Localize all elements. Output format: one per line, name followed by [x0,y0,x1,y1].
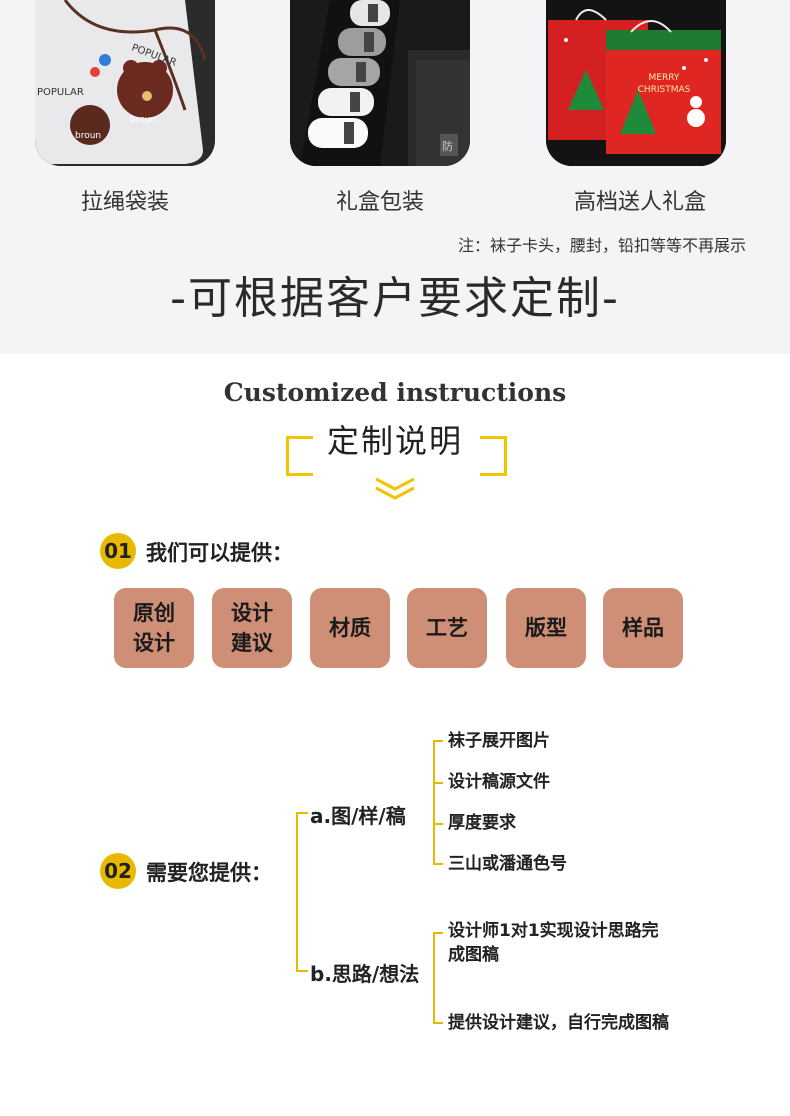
packaging-section: POPULAR POPULAR broun broun [0,0,790,354]
tile-craft: 工艺 [407,588,487,668]
leaf-a3: 厚度要求 [448,813,516,833]
tile-pattern: 版型 [506,588,586,668]
instructions-title-en: Customized instructions [223,378,567,407]
tree-branch-b-tick [296,970,308,972]
tile-original-design: 原创设计 [114,588,194,668]
branch-b-connector [433,932,435,1024]
gift-box-socks-photo: 防 [290,0,470,166]
leaf-a2: 设计稿源文件 [448,772,550,792]
section-number-02: 02 [100,853,136,889]
section-number-01: 01 [100,533,136,569]
svg-text:broun: broun [130,115,156,125]
branch-a-label: a.图/样/稿 [310,804,406,828]
svg-text:防: 防 [442,139,453,153]
tile-sample: 样品 [603,588,683,668]
svg-text:MERRY: MERRY [649,73,680,83]
customizable-banner: -可根据客户要求定制- [170,273,620,324]
leaf-b2: 提供设计建议，自行完成图稿 [448,1013,669,1033]
leaf-b1: 设计师1对1实现设计思路完成图稿 [448,921,659,965]
section-title-we-provide: 我们可以提供： [146,541,293,565]
tile-material: 材质 [310,588,390,668]
leaf-a4: 三山或潘通色号 [448,854,567,874]
section-title-you-provide: 需要您提供： [146,861,272,885]
svg-text:broun: broun [75,131,101,141]
leaf-a1-tick [433,740,443,742]
caption-premium-gift-box: 高档送人礼盒 [573,190,706,215]
caption-gift-box: 礼盒包装 [335,190,424,215]
leaf-a4-tick [433,863,443,865]
leaf-a3-tick [433,823,443,825]
tile-design-advice: 设计建议 [212,588,292,668]
svg-text:CHRISTMAS: CHRISTMAS [638,85,691,95]
drawstring-bag-photo: POPULAR POPULAR broun broun [35,0,215,166]
leaf-a2-tick [433,782,443,784]
packaging-note: 注：袜子卡头，腰封，铅扣等等不再展示 [457,236,746,255]
tree-main-connector [296,812,298,972]
title-bracket-right [480,436,507,476]
leaf-b2-tick [433,1022,443,1024]
leaf-b1-tick [433,932,443,934]
chevron-down-icon [375,477,415,500]
instructions-title-cn: 定制说明 [326,422,463,460]
leaf-a1: 袜子展开图片 [448,731,550,751]
christmas-gift-box-photo: MERRY CHRISTMAS [546,0,726,166]
caption-drawstring-bag: 拉绳袋装 [80,190,169,215]
branch-b-label: b.思路/想法 [310,962,420,986]
svg-text:POPULAR: POPULAR [37,87,84,98]
title-bracket-left [286,436,313,476]
branch-a-connector [433,740,435,864]
tree-branch-a-tick [296,812,308,814]
